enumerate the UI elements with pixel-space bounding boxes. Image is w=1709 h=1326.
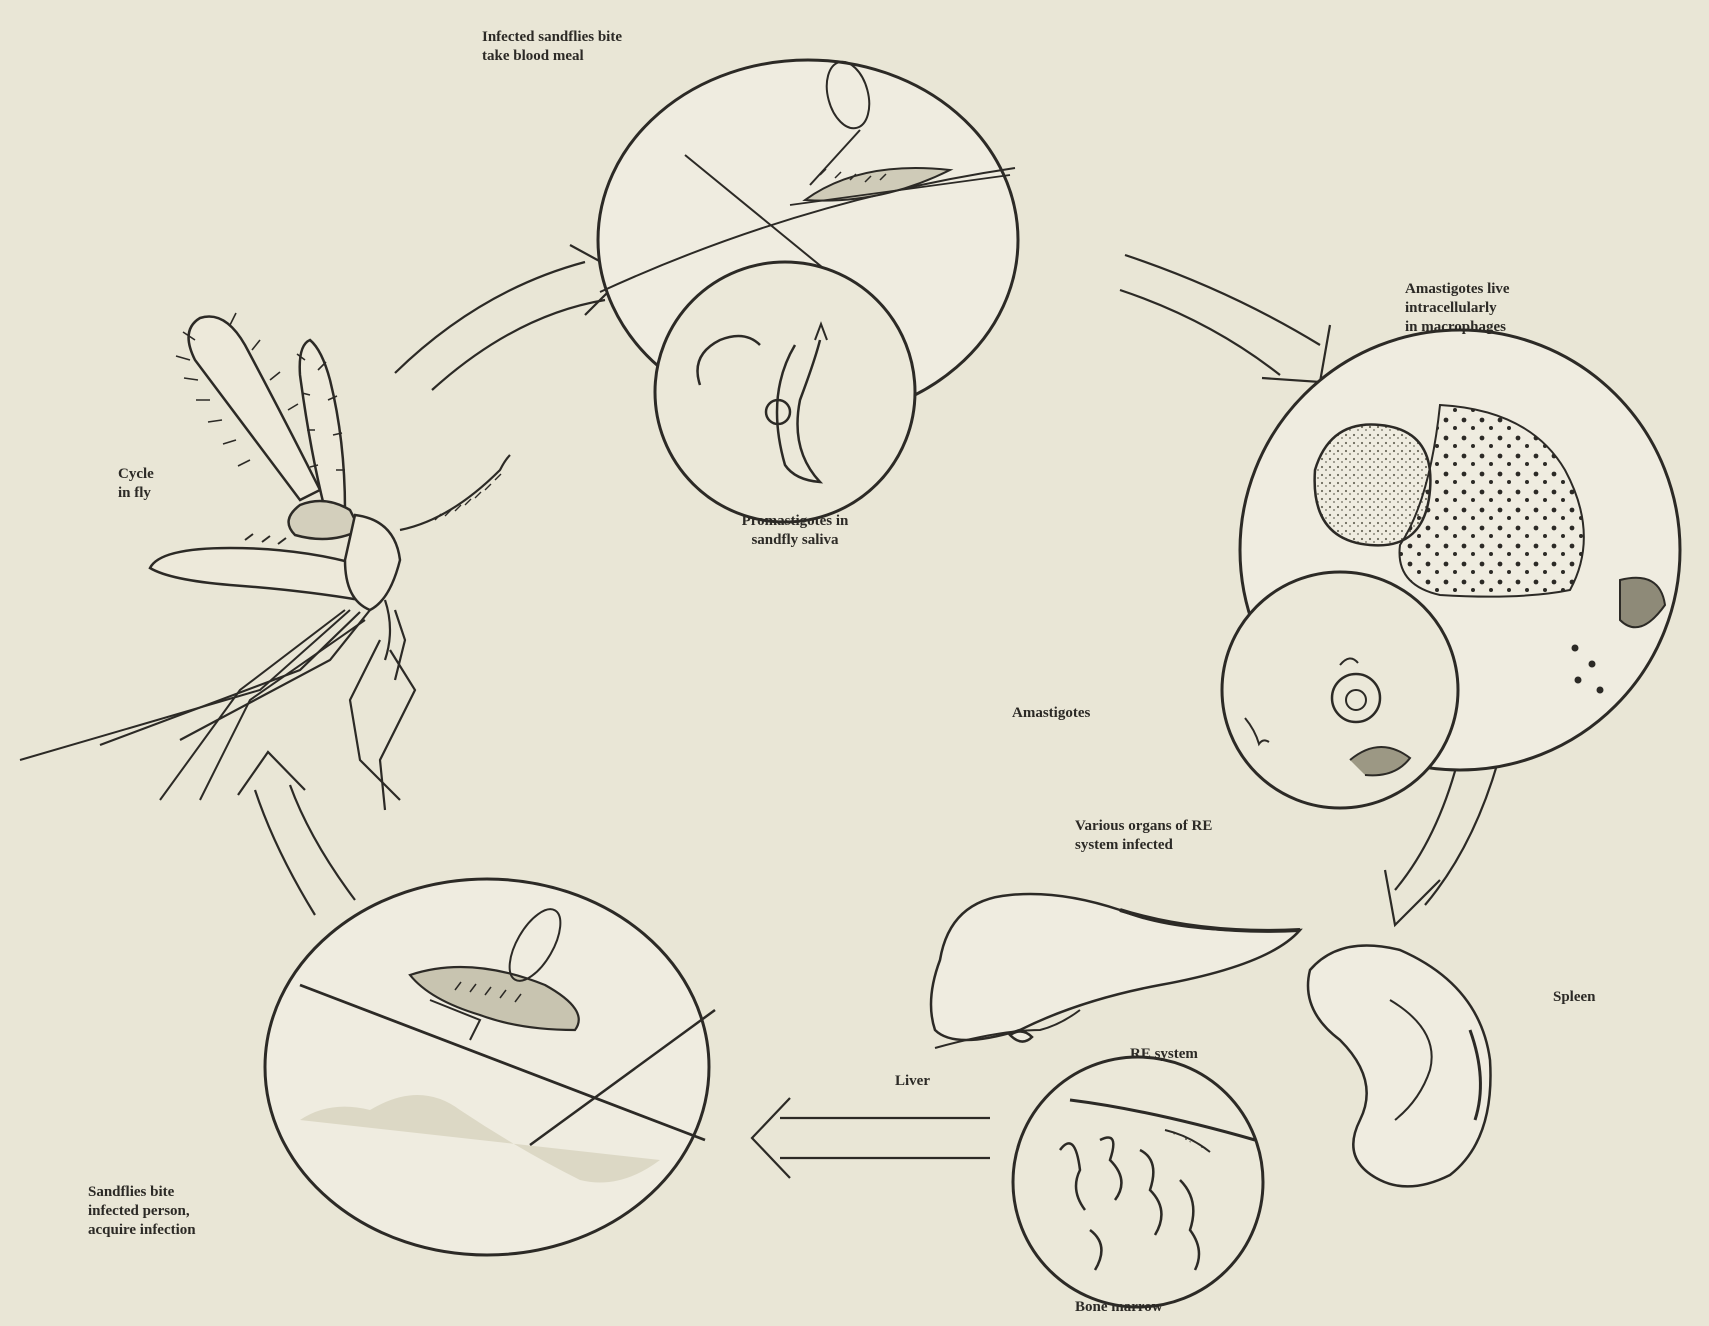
arrow-organs-to-bite (752, 1098, 990, 1178)
label-various-organs-re-system: Various organs of RE system infected (1075, 817, 1212, 855)
liver-drawing (931, 894, 1300, 1048)
amastigote-inset-circle (1222, 572, 1458, 808)
label-promastigotes-in-saliva: Promastigotes in sandfly saliva (700, 512, 890, 550)
promastigote-inset-circle (655, 262, 915, 522)
label-amastigotes-live-in-macrophages: Amastigotes live intracellularly in macr… (1405, 280, 1510, 337)
label-spleen: Spleen (1553, 988, 1596, 1007)
label-cycle-in-fly: Cycle in fly (118, 465, 154, 503)
arrow-bite-to-macrophage (1120, 255, 1330, 382)
label-re-system: RE system (1130, 1045, 1198, 1064)
label-amastigotes: Amastigotes (1012, 704, 1090, 723)
bone-marrow-circle (1013, 1057, 1263, 1307)
label-infected-sandflies-bite: Infected sandflies bite take blood meal (482, 28, 622, 66)
arrow-fly-to-bite (395, 245, 625, 390)
arrow-bite-to-fly (238, 752, 355, 915)
sandfly-drawing (20, 313, 510, 810)
bottom-bite-circle (265, 879, 715, 1255)
spleen-drawing (1308, 946, 1491, 1187)
label-sandflies-bite-infected-person: Sandflies bite infected person, acquire … (88, 1183, 196, 1240)
label-liver: Liver (895, 1072, 930, 1091)
label-bone-marrow: Bone marrow (1075, 1298, 1163, 1317)
